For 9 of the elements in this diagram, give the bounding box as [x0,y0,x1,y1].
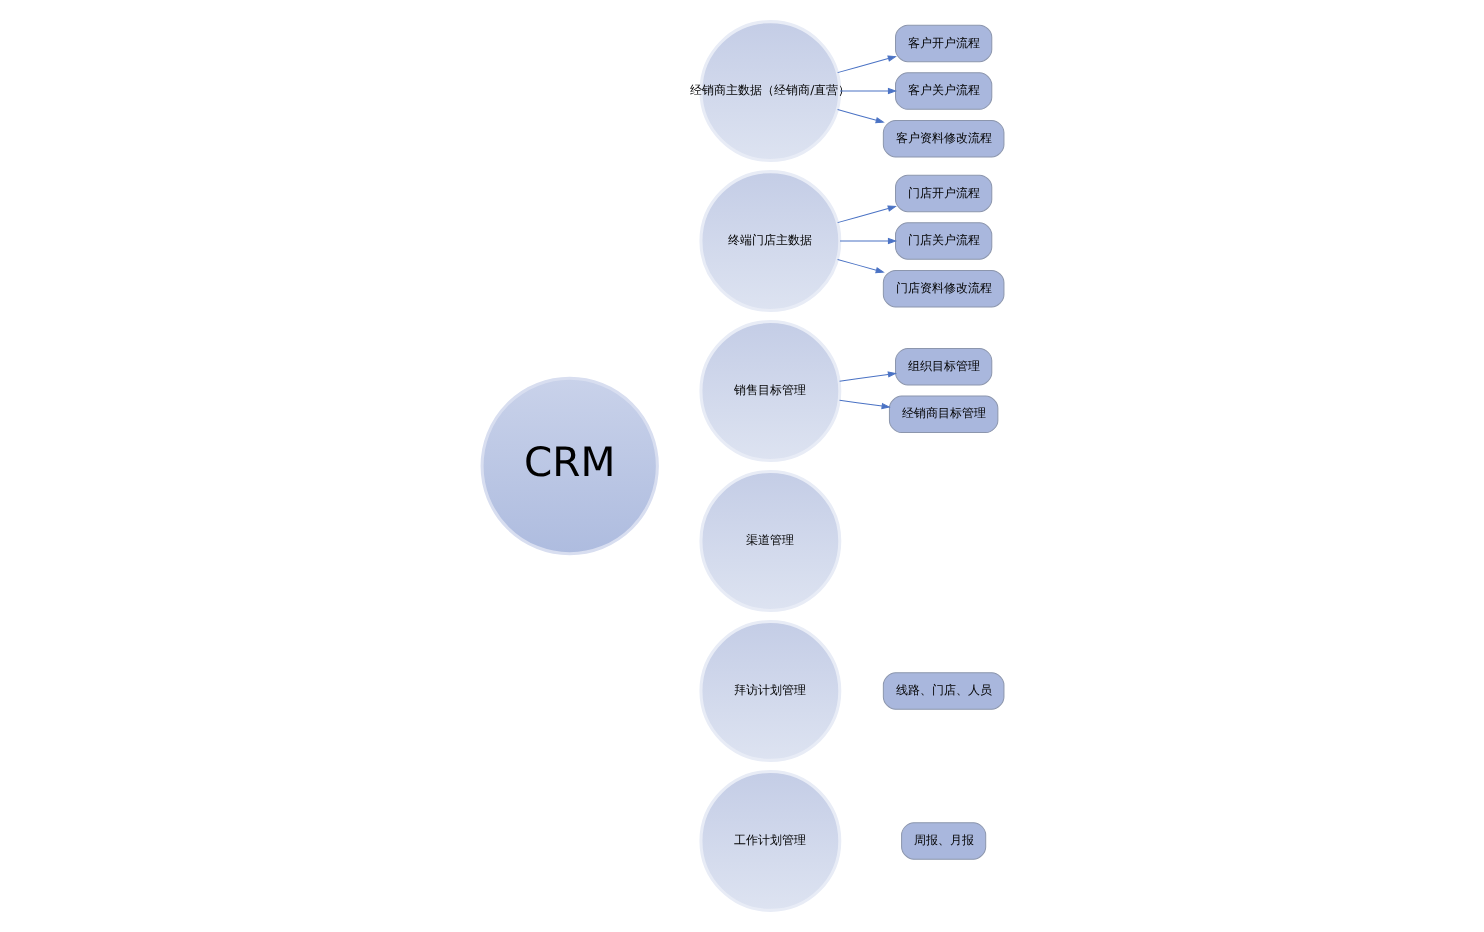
arrow [836,258,884,274]
arrow [838,399,890,410]
arrow [836,205,896,224]
arrow [836,55,896,74]
arrow [838,87,897,95]
arrow [836,108,884,124]
node-circle: CRM [479,376,658,556]
arrow [838,237,897,245]
arrow [838,371,896,382]
